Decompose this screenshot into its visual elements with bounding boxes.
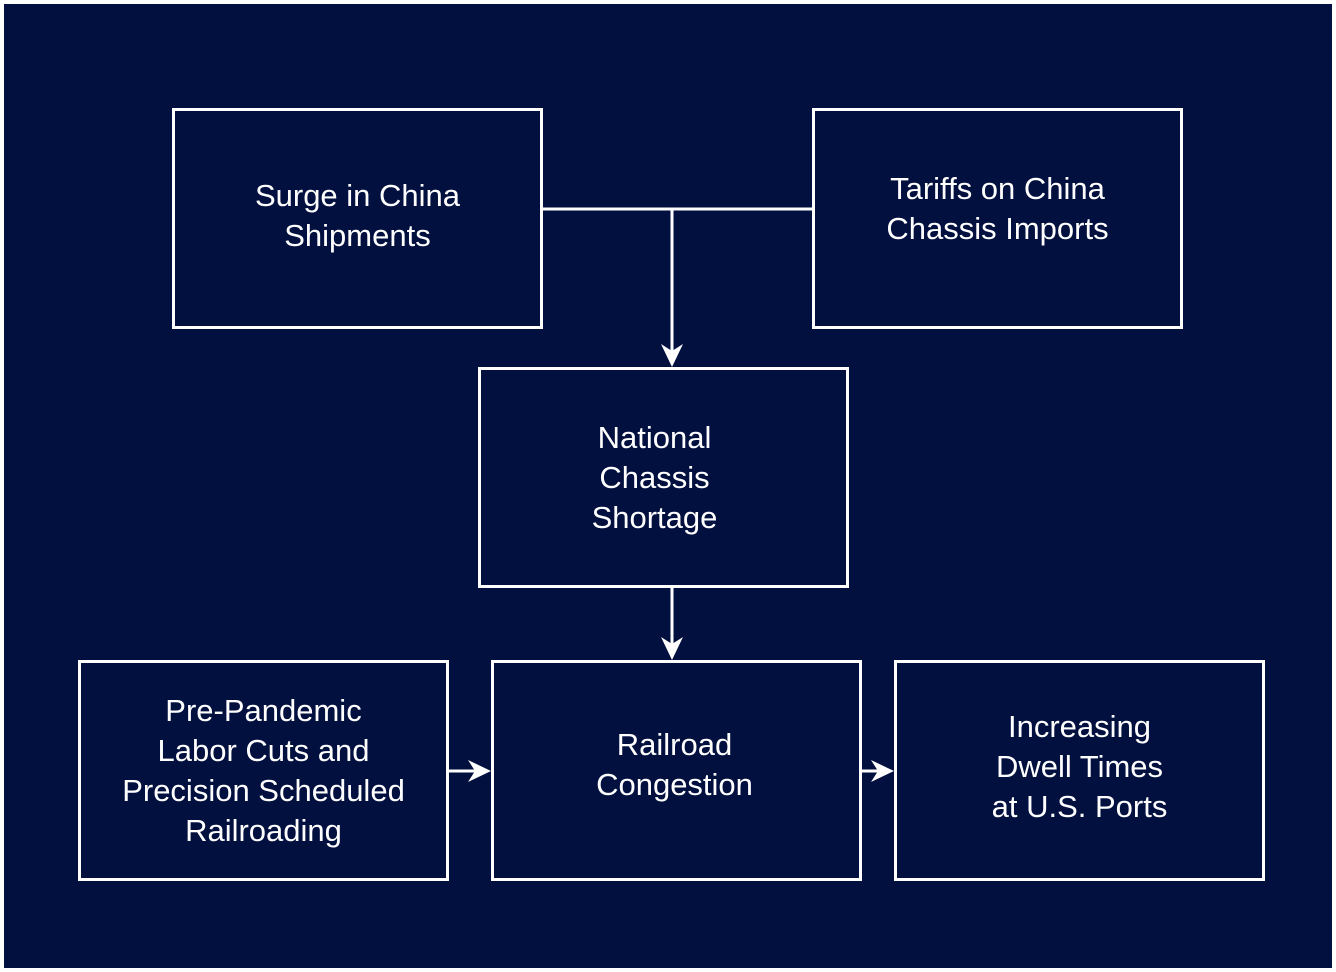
node-label: Pre-Pandemic Labor Cuts and Precision Sc… (122, 692, 405, 848)
node-increasing-dwell-times: Increasing Dwell Times at U.S. Ports (894, 660, 1265, 881)
node-label: Railroad Congestion (596, 726, 753, 802)
node-railroad-congestion: Railroad Congestion (491, 660, 862, 881)
node-label: Tariffs on China Chassis Imports (886, 170, 1109, 246)
diagram-canvas (4, 4, 1332, 968)
node-label: Increasing Dwell Times at U.S. Ports (991, 708, 1168, 824)
node-label: Surge in China Shipments (254, 177, 461, 253)
node-national-chassis-shortage: National Chassis Shortage (478, 367, 849, 588)
node-tariffs-on-china-chassis-imports: Tariffs on China Chassis Imports (812, 108, 1183, 329)
node-label: National Chassis Shortage (591, 419, 718, 535)
node-pre-pandemic-labor-cuts: Pre-Pandemic Labor Cuts and Precision Sc… (78, 660, 449, 881)
node-surge-in-china-shipments: Surge in China Shipments (172, 108, 543, 329)
